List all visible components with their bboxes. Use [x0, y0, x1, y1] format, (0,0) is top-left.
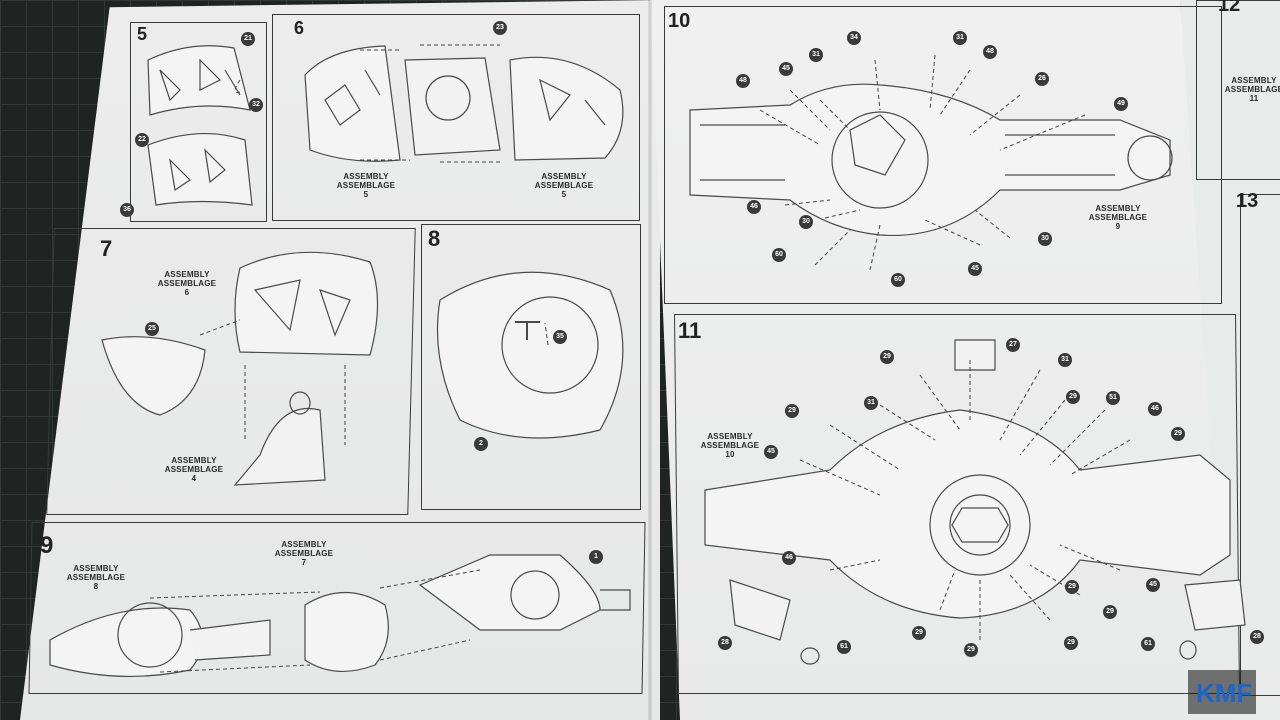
- kmf-logo-watermark: KMF: [1188, 670, 1256, 714]
- part-callout-25: 25: [145, 322, 159, 336]
- part-callout-60: 60: [891, 273, 905, 287]
- step-number-9: 9: [40, 532, 54, 559]
- part-callout-29: 29: [1103, 605, 1117, 619]
- part-callout-27: 27: [1006, 338, 1020, 352]
- part-callout-29: 29: [1066, 390, 1080, 404]
- part-callout-31: 31: [864, 396, 878, 410]
- part-callout-45: 45: [764, 445, 778, 459]
- part-callout-2: 2: [474, 437, 488, 451]
- step-number-10: 10: [668, 10, 691, 32]
- step-8-panel: [421, 224, 641, 510]
- part-callout-29: 29: [1171, 427, 1185, 441]
- part-callout-46: 46: [1148, 402, 1162, 416]
- step-10-panel: [664, 6, 1222, 304]
- part-callout-29: 29: [912, 626, 926, 640]
- step-13-panel: [1240, 194, 1280, 696]
- part-callout-46: 46: [782, 551, 796, 565]
- part-callout-61: 61: [837, 640, 851, 654]
- part-callout-1: 1: [589, 550, 603, 564]
- part-callout-31: 31: [953, 31, 967, 45]
- sheet-fold-crease: [648, 0, 652, 720]
- part-callout-36: 36: [120, 203, 134, 217]
- part-callout-23: 23: [493, 21, 507, 35]
- part-callout-48: 48: [736, 74, 750, 88]
- part-callout-51: 51: [1106, 391, 1120, 405]
- part-callout-35: 35: [553, 330, 567, 344]
- part-callout-49: 49: [1114, 97, 1128, 111]
- step-number-5: 5: [137, 24, 148, 44]
- part-callout-45: 45: [1146, 578, 1160, 592]
- part-callout-28: 28: [1250, 630, 1264, 644]
- part-callout-46: 46: [747, 200, 761, 214]
- step-12-panel: [1196, 0, 1280, 180]
- part-callout-60: 60: [772, 248, 786, 262]
- step-6-panel: [272, 14, 640, 221]
- part-callout-21: 21: [241, 32, 255, 46]
- part-callout-48: 48: [983, 45, 997, 59]
- part-callout-28: 28: [718, 636, 732, 650]
- part-callout-32: 32: [249, 98, 263, 112]
- part-callout-29: 29: [964, 643, 978, 657]
- part-callout-45: 45: [968, 262, 982, 276]
- part-callout-61: 61: [1141, 637, 1155, 651]
- step-number-12: 12: [1218, 0, 1241, 16]
- part-callout-29: 29: [880, 350, 894, 364]
- part-callout-34: 34: [847, 31, 861, 45]
- part-callout-31: 31: [809, 48, 823, 62]
- part-callout-30: 30: [1038, 232, 1052, 246]
- step-number-11: 11: [678, 318, 702, 343]
- step-number-6: 6: [294, 18, 305, 38]
- step-number-7: 7: [100, 236, 113, 261]
- part-callout-30: 30: [799, 215, 813, 229]
- step-number-13: 13: [1236, 190, 1259, 212]
- svg-text:KMF: KMF: [1196, 678, 1252, 708]
- step-number-8: 8: [428, 226, 441, 251]
- step-5-panel: [130, 22, 267, 222]
- part-callout-31: 31: [1058, 353, 1072, 367]
- part-callout-45: 45: [779, 62, 793, 76]
- part-callout-29: 29: [1064, 636, 1078, 650]
- part-callout-29: 29: [785, 404, 799, 418]
- part-callout-26: 26: [1035, 72, 1049, 86]
- part-callout-29: 29: [1065, 580, 1079, 594]
- part-callout-22: 22: [135, 133, 149, 147]
